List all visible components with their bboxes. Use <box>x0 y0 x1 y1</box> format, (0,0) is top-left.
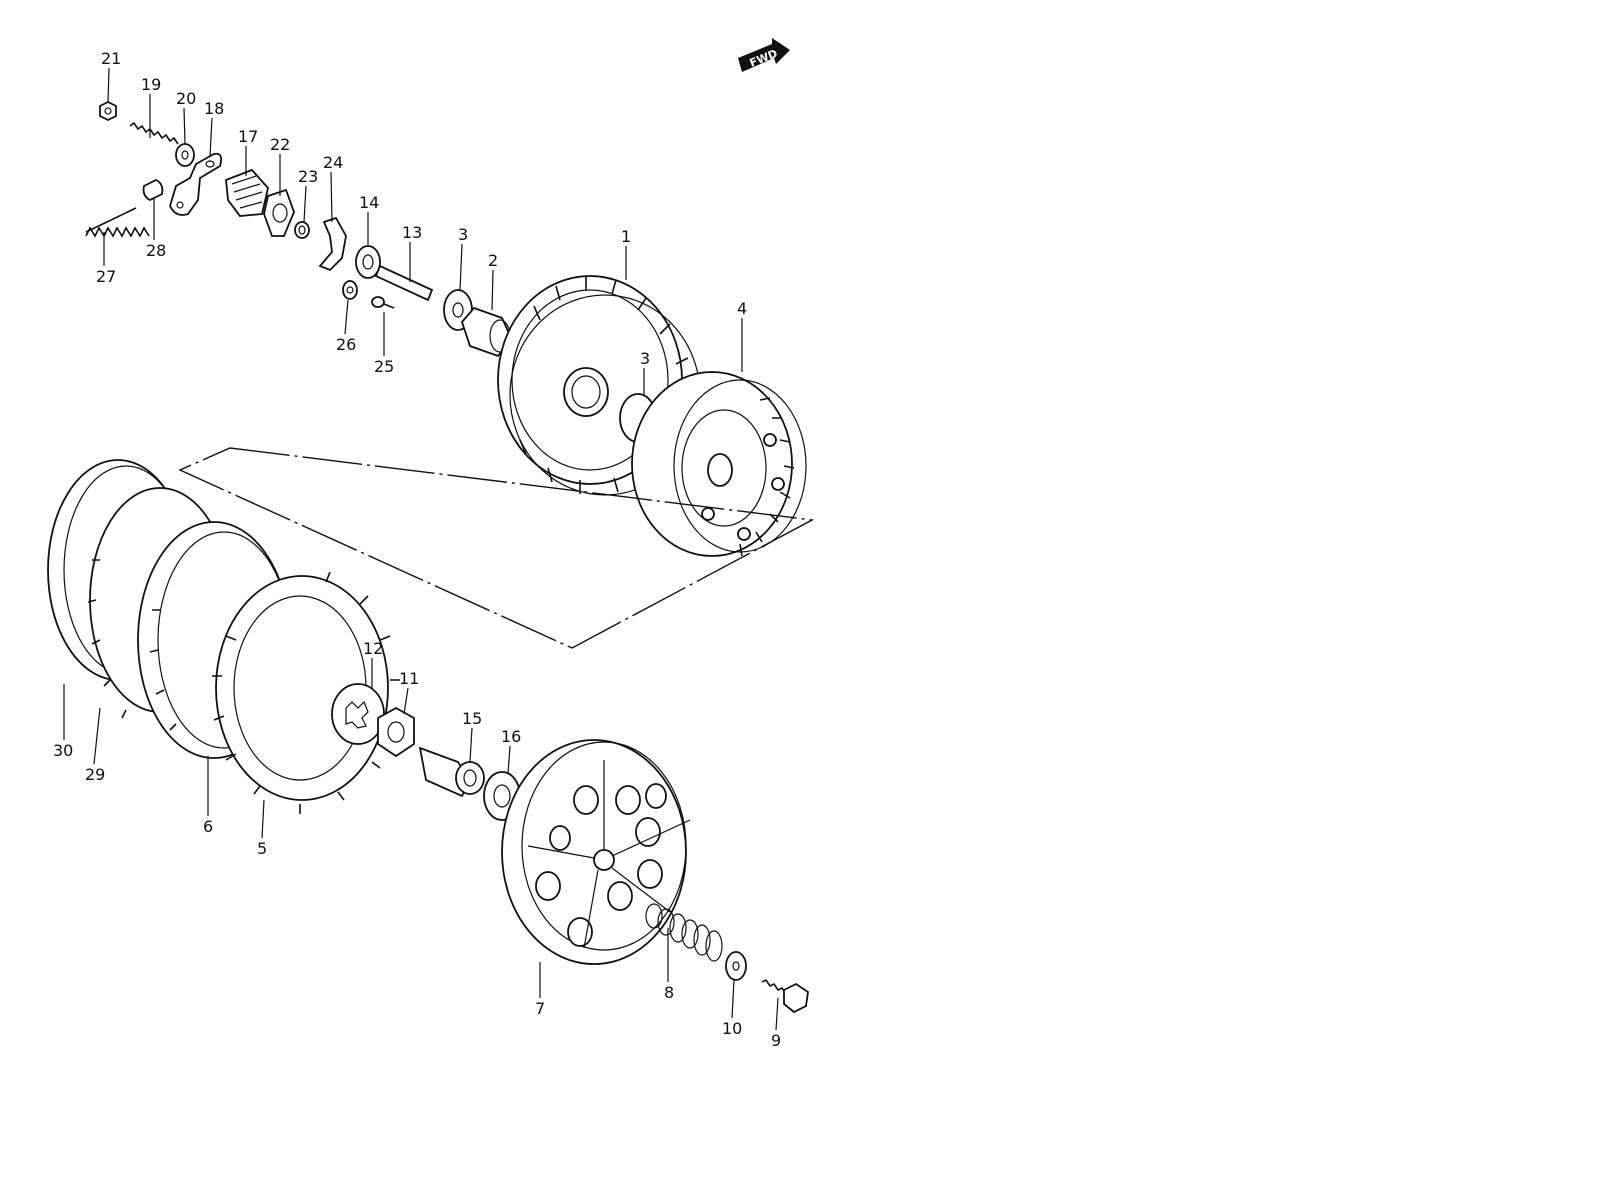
callout-18: 18 <box>204 99 224 118</box>
part-spring-27 <box>85 207 150 238</box>
part-bracket-18 <box>169 152 223 216</box>
callout-19: 19 <box>141 75 161 94</box>
leader-lines <box>63 67 779 1031</box>
part-nut-11 <box>377 706 415 758</box>
callout-labels: 21 19 20 18 17 22 23 24 14 13 3 2 1 27 2… <box>53 49 781 1050</box>
callout-30: 30 <box>53 741 73 760</box>
part-screw-25 <box>371 296 395 309</box>
callout-13: 13 <box>402 223 422 242</box>
callout-11: 11 <box>399 669 419 688</box>
callout-9: 9 <box>771 1031 781 1050</box>
part-pushrod-13 <box>374 264 434 302</box>
fwd-label: FWD <box>748 47 780 70</box>
part-pressure-plate-7 <box>501 739 691 965</box>
part-bracket-24 <box>318 216 347 272</box>
callout-3-upper: 3 <box>458 225 468 244</box>
callout-23: 23 <box>298 167 318 186</box>
callout-15: 15 <box>462 709 482 728</box>
callout-24: 24 <box>323 153 343 172</box>
callout-5: 5 <box>257 839 267 858</box>
callout-28: 28 <box>146 241 166 260</box>
subassembly-outline <box>178 447 815 649</box>
callout-25: 25 <box>374 357 394 376</box>
callout-3-lower: 3 <box>640 349 650 368</box>
part-washer-26 <box>342 280 358 300</box>
callout-10: 10 <box>722 1019 742 1038</box>
callout-27: 27 <box>96 267 116 286</box>
part-pin-15 <box>418 746 485 798</box>
part-bolt-9 <box>761 978 809 1014</box>
part-plate-22 <box>263 188 295 237</box>
callout-26: 26 <box>336 335 356 354</box>
callout-17: 17 <box>238 127 258 146</box>
callout-2: 2 <box>488 251 498 270</box>
part-bush-23 <box>294 221 310 239</box>
part-hub-4 <box>631 371 807 557</box>
fwd-arrow-icon: FWD <box>738 38 790 72</box>
callout-7: 7 <box>535 999 545 1018</box>
callout-20: 20 <box>176 89 196 108</box>
part-nut-21 <box>99 100 117 122</box>
callout-22: 22 <box>270 135 290 154</box>
part-worm-17 <box>225 168 269 217</box>
callout-14: 14 <box>359 193 379 212</box>
part-spring-8 <box>645 903 723 962</box>
callout-16: 16 <box>501 727 521 746</box>
part-lockwasher-12 <box>331 683 385 745</box>
part-cap-28 <box>142 178 164 202</box>
callout-1: 1 <box>621 227 631 246</box>
part-washer-10 <box>725 951 747 981</box>
callout-8: 8 <box>664 983 674 1002</box>
part-spring-19 <box>129 121 179 145</box>
part-sleeve-2 <box>460 306 514 358</box>
callout-21: 21 <box>101 49 121 68</box>
callout-6: 6 <box>203 817 213 836</box>
part-washer-20 <box>175 143 195 167</box>
callout-29: 29 <box>85 765 105 784</box>
callout-12: 12 <box>363 639 383 658</box>
callout-4: 4 <box>737 299 747 318</box>
